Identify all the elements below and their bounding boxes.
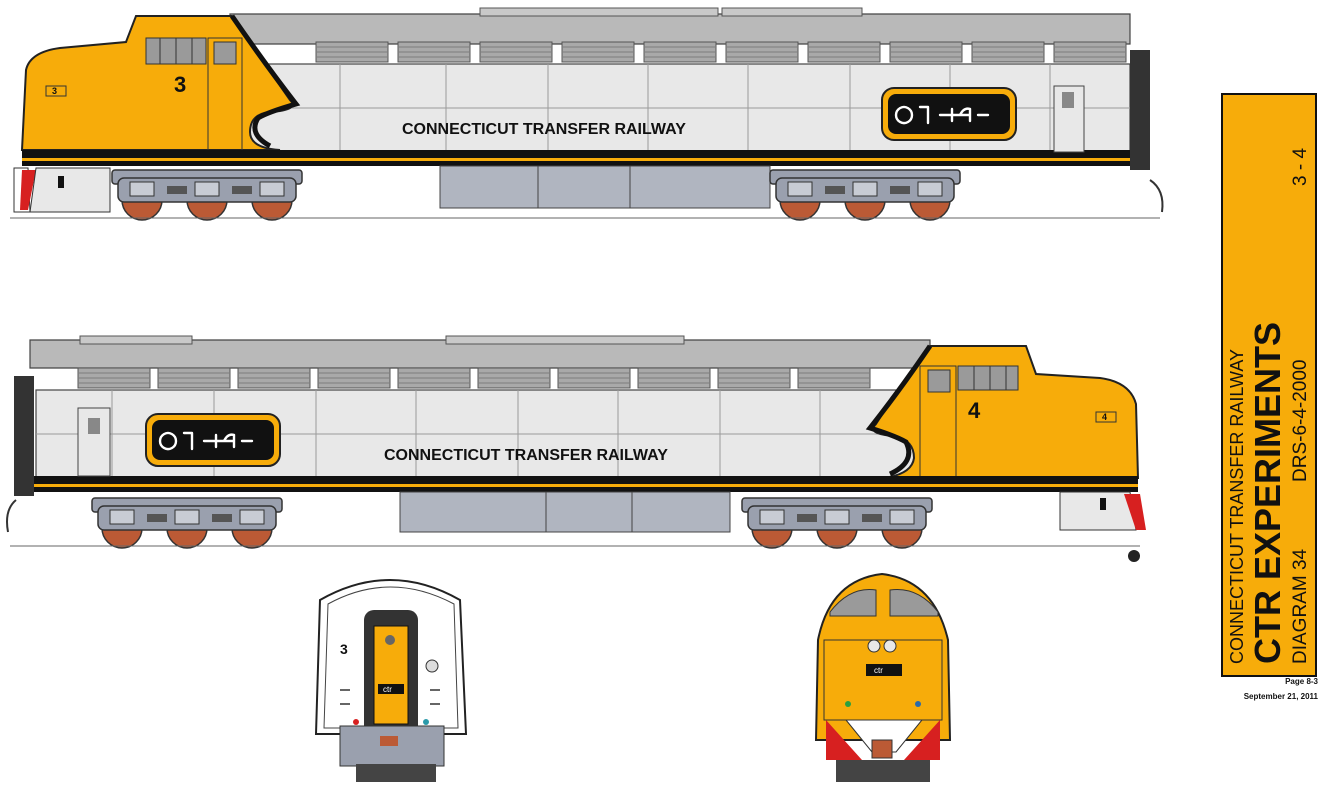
railroad-name-side-3: CONNECTICUT TRANSFER RAILWAY	[402, 121, 686, 138]
unit-number-side-4: 4	[968, 398, 981, 423]
railroad-name-side-4: CONNECTICUT TRANSFER RAILWAY	[384, 447, 668, 464]
title-main: CTR EXPERIMENTS	[1247, 322, 1288, 664]
rear-unit-number: 3	[340, 641, 348, 657]
title-units: 3 - 4	[1290, 148, 1311, 186]
nose-number-side-4: 4	[1102, 412, 1107, 422]
side-view-unit-4: 4 4 CONNECTICUT TRANSFER RAILWAY	[6, 335, 1146, 562]
front-logo: ctr	[874, 666, 883, 675]
date-label: September 21, 2011	[1244, 692, 1319, 701]
unit-number-side-3: 3	[174, 72, 186, 97]
side-view-unit-3: 3 3 CONNECTICUT TRANSFER RAILWAY	[10, 7, 1164, 221]
title-railroad: CONNECTICUT TRANSFER RAILWAY	[1227, 349, 1247, 664]
title-diagram: DIAGRAM 34	[1290, 548, 1311, 664]
nose-number-side-3: 3	[52, 86, 57, 96]
page-label: Page 8-3	[1285, 677, 1318, 686]
front-end-view: ctr	[814, 572, 952, 782]
title-model: DRS-6-4-2000	[1290, 360, 1311, 483]
rear-door-logo: ctr	[383, 685, 392, 694]
title-block: CONNECTICUT TRANSFER RAILWAY CTR EXPERIM…	[1221, 93, 1319, 701]
rear-end-view: ctr 3	[314, 579, 468, 782]
